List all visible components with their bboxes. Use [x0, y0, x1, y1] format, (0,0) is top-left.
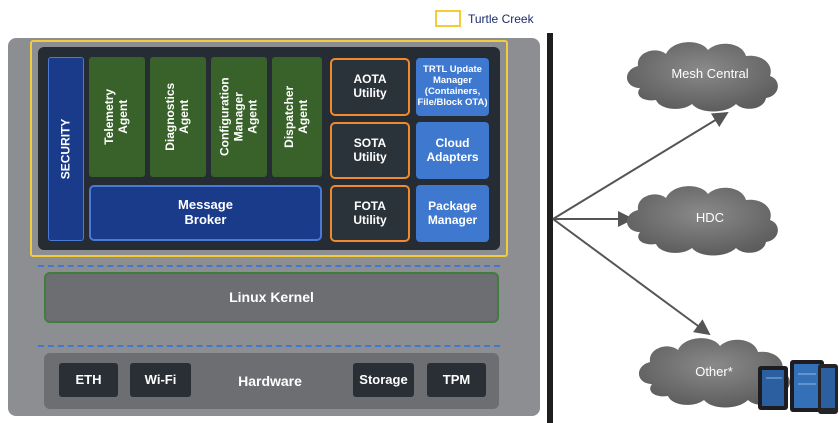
layer-divider-top — [38, 265, 500, 267]
arrow-to-other — [552, 218, 711, 336]
server-icon — [758, 360, 838, 414]
hardware-label: Hardware — [238, 372, 302, 389]
arrow-to-mesh-central — [552, 111, 729, 220]
message-broker: Message Broker — [89, 185, 322, 241]
diagnostics-agent: Diagnostics Agent — [150, 57, 206, 177]
turtle-creek-legend-label: Turtle Creek — [468, 12, 534, 26]
layer-divider-bottom — [38, 345, 500, 347]
package-manager: Package Manager — [416, 185, 489, 242]
hardware-wifi: Wi-Fi — [130, 363, 191, 397]
linux-kernel-layer: Linux Kernel — [44, 272, 499, 323]
hardware-eth: ETH — [59, 363, 118, 397]
telemetry-agent: Telemetry Agent — [89, 57, 145, 177]
hdc-label: HDC — [695, 209, 725, 225]
mesh-central-label: Mesh Central — [671, 65, 749, 81]
hdc-cloud — [626, 186, 778, 256]
cloud-adapters: Cloud Adapters — [416, 122, 489, 179]
hardware-tpm: TPM — [427, 363, 486, 397]
fota-utility: FOTA Utility — [330, 185, 410, 242]
configuration-manager-agent: Configuration Manager Agent — [211, 57, 267, 177]
hardware-layer — [44, 353, 499, 409]
aota-utility: AOTA Utility — [330, 58, 410, 116]
other-cloud — [638, 338, 790, 408]
turtle-creek-legend-swatch — [435, 10, 461, 27]
hardware-storage: Storage — [353, 363, 414, 397]
trtl-update-manager: TRTL Update Manager (Containers, File/Bl… — [416, 58, 489, 116]
turtle-creek-boundary — [30, 40, 508, 257]
dispatcher-agent: Dispatcher Agent — [272, 57, 322, 177]
other-label: Other* — [695, 363, 733, 379]
sota-utility: SOTA Utility — [330, 122, 410, 179]
security-block: SECURITY — [48, 57, 84, 241]
mesh-central-cloud — [626, 42, 778, 112]
network-boundary-bar — [547, 33, 553, 423]
